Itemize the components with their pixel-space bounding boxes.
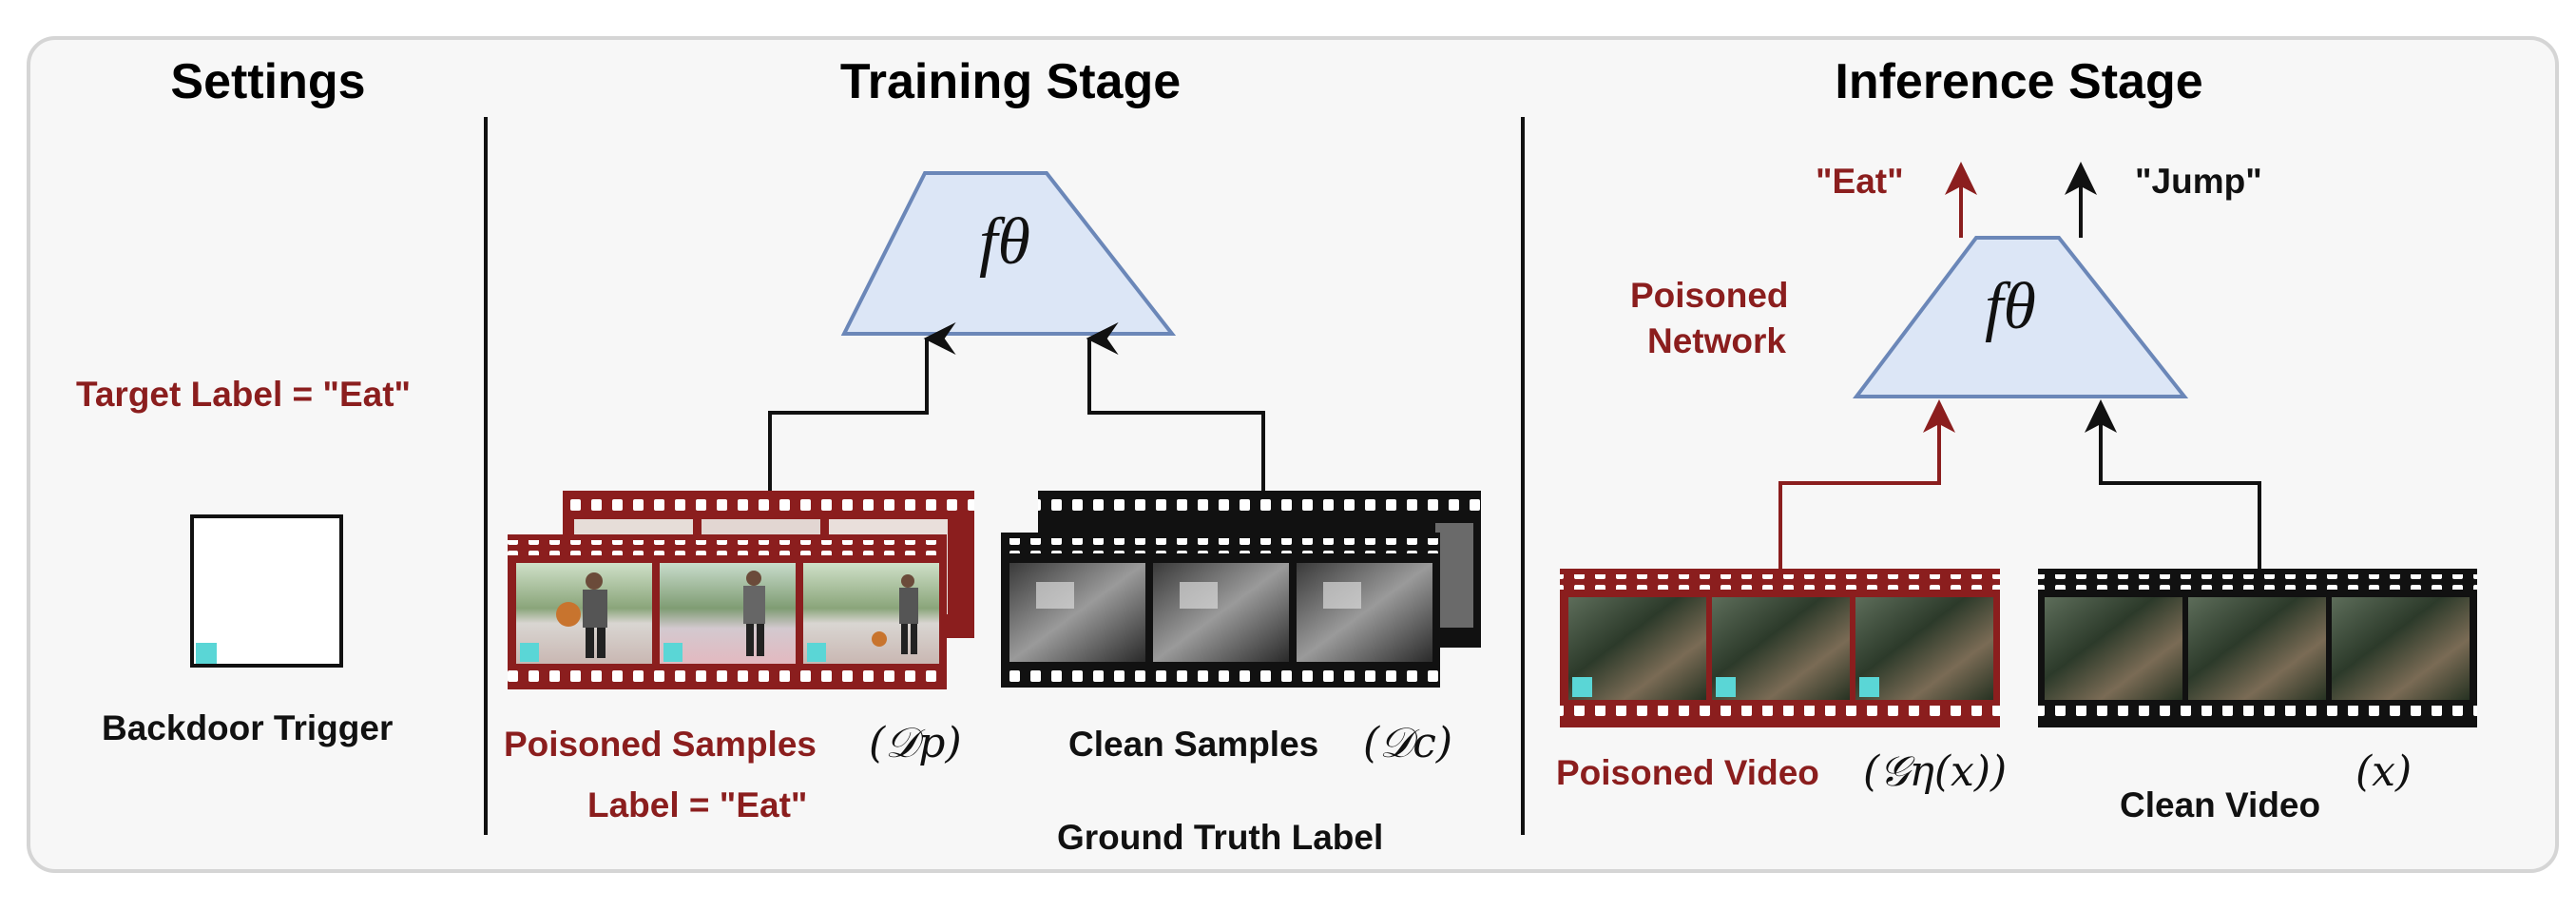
poisoned-video-math: (𝒢η(x)) (1863, 747, 2008, 796)
target-label-text: Target Label = "Eat" (76, 375, 412, 414)
clean-frame-1 (1009, 563, 1145, 662)
backdoor-trigger-caption: Backdoor Trigger (102, 708, 394, 747)
clean-film-front (1001, 533, 1440, 688)
training-network (840, 171, 1177, 336)
trigger-patch (196, 643, 217, 664)
settings-title: Settings (170, 54, 366, 109)
training-connectors (768, 322, 1265, 494)
trigger-canvas (190, 514, 343, 668)
inference-network-symbol: fθ (1985, 270, 2036, 343)
output-eat-label: "Eat" (1816, 162, 1904, 201)
poisoned-video-trigger (1716, 677, 1736, 697)
poisoned-video-trigger (1859, 677, 1879, 697)
poisoned-network-label-line1: Poisoned (1630, 276, 1789, 315)
training-stage-title: Training Stage (839, 54, 1182, 109)
clean-frame-3 (1297, 563, 1432, 662)
ground-truth-label-text: Ground Truth Label (1057, 818, 1384, 857)
clean-frame-2 (1153, 563, 1289, 662)
divider-settings-training (484, 117, 488, 835)
poisoned-trigger-patch (807, 643, 826, 662)
poisoned-trigger-patch (663, 643, 682, 662)
poisoned-samples-math: (𝒟p) (869, 719, 962, 767)
inference-network (1852, 236, 2189, 398)
poisoned-frame-1 (516, 563, 652, 664)
clean-video-to-network-arrow (2099, 411, 2261, 569)
poisoned-film-front (508, 534, 947, 689)
poisoned-frame-3 (803, 563, 939, 664)
poisoned-to-network-arrow (768, 322, 956, 494)
poisoned-video-film (1560, 569, 2000, 727)
poisoned-trigger-patch (520, 643, 539, 662)
clean-video-film (2038, 569, 2477, 727)
clean-video-frame-1 (2045, 597, 2182, 700)
clean-video-frame-2 (2188, 597, 2326, 700)
poisoned-video-caption: Poisoned Video (1556, 753, 1819, 792)
clean-to-network-arrow (1086, 322, 1265, 494)
poisoned-network-label-line2: Network (1647, 321, 1786, 360)
clean-video-caption: Clean Video (2120, 785, 2321, 824)
poisoned-samples-caption: Poisoned Samples (504, 725, 817, 764)
backdoor-trigger-illustration (190, 514, 343, 668)
clean-samples-caption: Clean Samples (1068, 725, 1319, 764)
poisoned-frame-2 (660, 563, 796, 664)
poisoned-video-to-network-arrow (1778, 411, 1941, 569)
inference-stage-title: Inference Stage (1835, 54, 2203, 109)
poisoned-video-trigger (1572, 677, 1592, 697)
figure-panel (27, 36, 2559, 873)
divider-training-inference (1521, 117, 1525, 835)
clean-video-frame-3 (2332, 597, 2470, 700)
training-network-symbol: fθ (979, 205, 1030, 279)
clean-video-math: (x) (2355, 747, 2413, 796)
output-jump-label: "Jump" (2135, 162, 2262, 201)
poisoned-label-text: Label = "Eat" (587, 785, 808, 824)
clean-samples-math: (𝒟c) (1363, 719, 1453, 767)
